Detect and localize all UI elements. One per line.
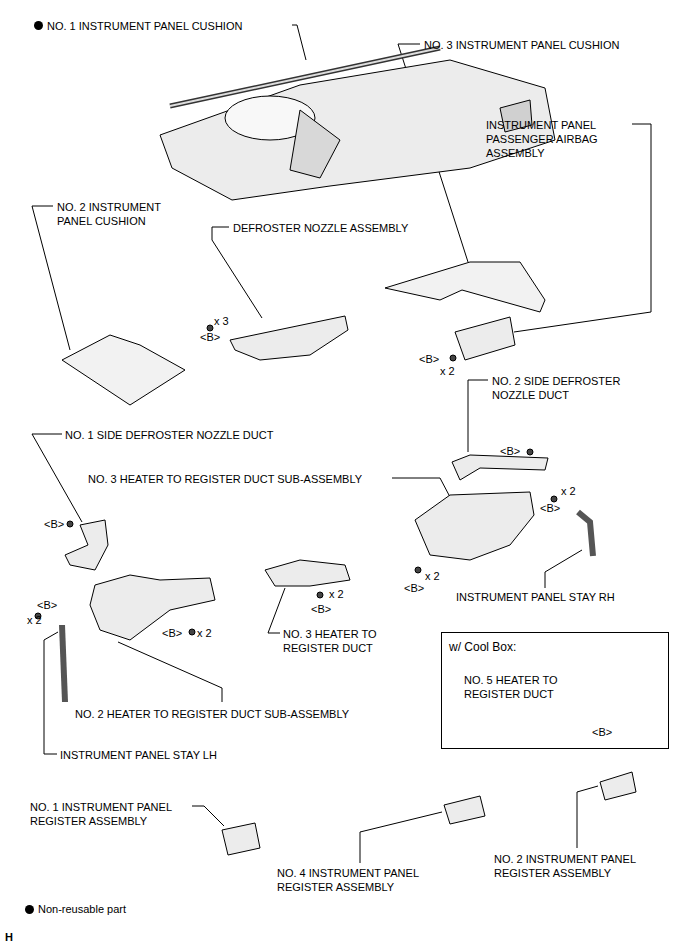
part-label: x 2 [561,484,576,498]
part-label: <B> [500,444,520,458]
part-label: NO. 1 INSTRUMENT PANEL CUSHION [47,19,242,33]
option-box: w/ Cool Box: NO. 5 HEATER TO REGISTER DUC… [441,632,669,749]
part-label: NO. 2 SIDE DEFROSTER NOZZLE DUCT [492,374,647,402]
part-label: NO. 3 HEATER TO REGISTER DUCT [283,627,413,655]
part-label: NO. 1 INSTRUMENT PANEL REGISTER ASSEMBLY [30,800,205,828]
part-label: INSTRUMENT PANEL STAY LH [60,748,217,762]
part-label: x 2 [440,364,455,378]
part-label: x 2 [425,569,440,583]
part-label: x 2 [197,626,212,640]
part-label: <B> [419,352,439,366]
part-label: NO. 2 HEATER TO REGISTER DUCT SUB-ASSEMB… [75,707,349,721]
part-label: <B> [44,517,64,531]
part-label: NO. 4 INSTRUMENT PANEL REGISTER ASSEMBLY [277,866,452,894]
part-label: DEFROSTER NOZZLE ASSEMBLY [233,221,408,235]
part-label: H [5,930,13,944]
box-heading: w/ Cool Box: [449,640,516,654]
bolts [35,325,557,635]
part-label: INSTRUMENT PANEL STAY RH [456,590,615,604]
part-label: <B> [540,501,560,515]
part-label: NO. 1 SIDE DEFROSTER NOZZLE DUCT [65,428,273,442]
part-label: <B> [311,602,331,616]
part-label: NO. 2 INSTRUMENT PANEL REGISTER ASSEMBLY [494,852,669,880]
part-label: x 3 [214,314,229,328]
part-label: <B> [162,626,182,640]
part-label: NO. 3 INSTRUMENT PANEL CUSHION [424,38,619,52]
part-label: <B> [200,330,220,344]
part-label: x 2 [27,613,42,627]
part-label: NO. 3 HEATER TO REGISTER DUCT SUB-ASSEMB… [88,472,362,486]
part-label: <B> [404,581,424,595]
legend-text: Non-reusable part [38,902,126,916]
part-label: INSTRUMENT PANEL PASSENGER AIRBAG ASSEMB… [486,118,616,160]
non-reusable-mark [34,21,43,30]
part-label: NO. 2 INSTRUMENT PANEL CUSHION [57,200,177,228]
box-text: <B> [592,725,612,739]
box-text: NO. 5 HEATER TO REGISTER DUCT [464,673,594,701]
legend-swatch [25,905,34,914]
part-label: <B> [37,598,57,612]
part-label: x 2 [329,587,344,601]
